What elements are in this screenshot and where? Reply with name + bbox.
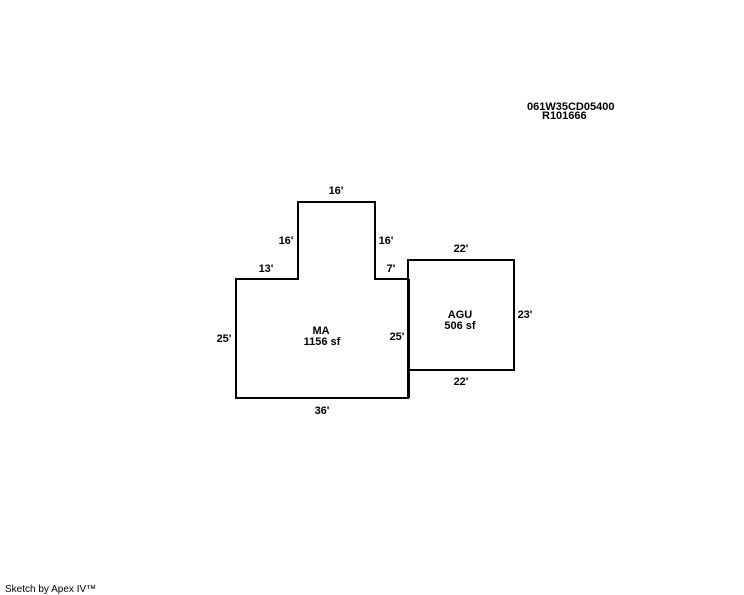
ma-area: 1156 sf [304,336,341,348]
ma-outline [235,201,409,399]
ma-code: MA [312,325,329,337]
dim-ma-right-upper: 16' [379,235,394,247]
dim-agu-top: 22' [454,243,469,255]
dim-ma-left-upper: 16' [279,235,294,247]
dim-ma-left: 25' [217,333,232,345]
agu-area: 506 sf [444,320,476,332]
dim-ma-right: 25' [390,331,405,343]
dim-ma-bottom: 36' [315,405,330,417]
parcel-id: 061W35CD05400 [527,101,614,113]
agu-code: AGU [448,309,473,321]
dim-ma-top: 16' [329,185,344,197]
dim-ma-left-ledge: 13' [259,263,274,275]
dim-agu-right: 23' [518,309,533,321]
sketch-credit: Sketch by Apex IV™ [5,584,96,595]
dim-ma-right-ledge: 7' [387,263,396,275]
dim-agu-bottom: 22' [454,376,469,388]
account-id: R101666 [542,110,587,122]
